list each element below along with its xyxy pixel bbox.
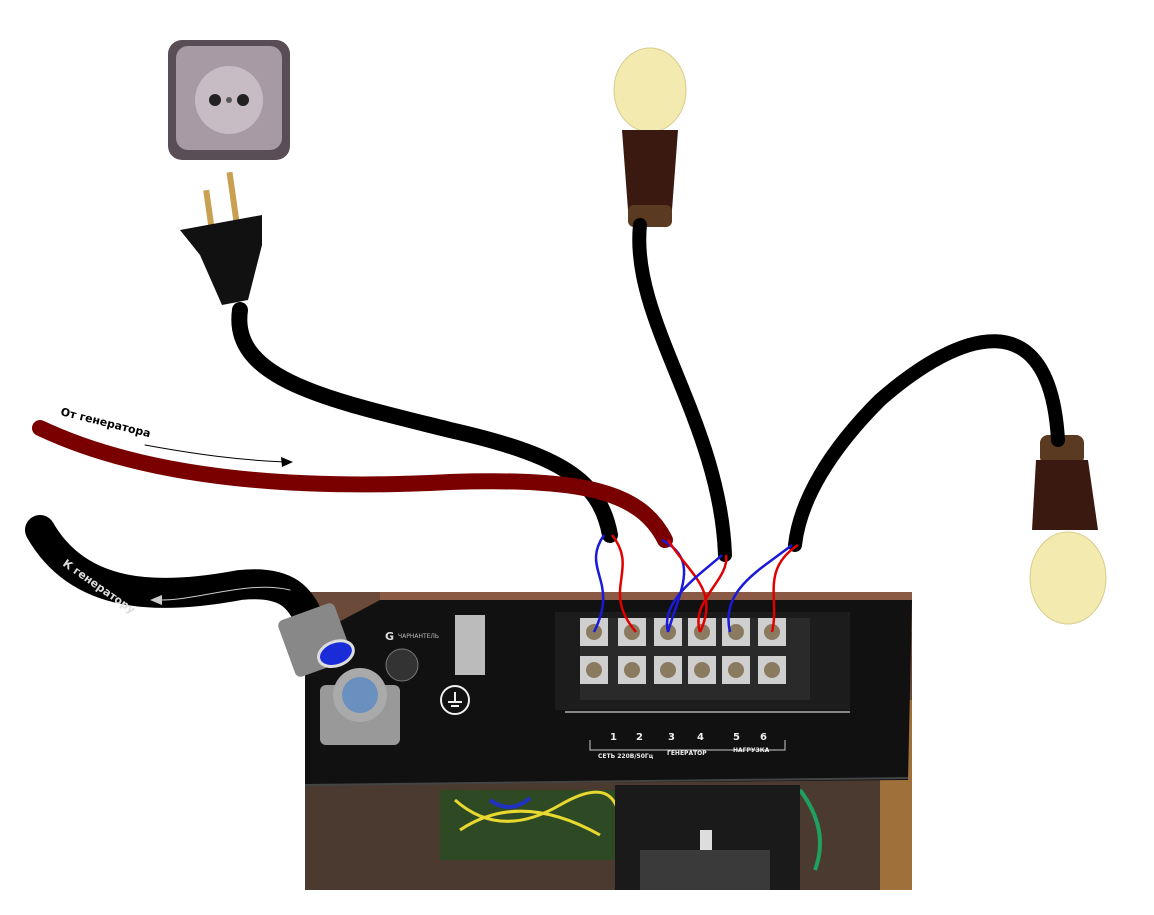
screw-icon	[728, 662, 744, 678]
lamp-2	[1029, 435, 1107, 625]
lamp-2-cable	[788, 334, 1065, 552]
generator-input-cable	[32, 420, 673, 548]
screw-icon	[586, 662, 602, 678]
internal-wires	[592, 534, 799, 633]
terminal-number-3: 3	[668, 732, 675, 743]
wall-socket	[168, 40, 290, 160]
lamp-1	[613, 47, 687, 227]
ground-icon	[440, 685, 470, 715]
lamp-1-cable	[632, 218, 732, 562]
screw-icon	[624, 624, 640, 640]
screw-icon	[660, 662, 676, 678]
arrow-icon	[150, 595, 162, 605]
controller-photo: G ЧАРНАНТЕЛЬ 1 2 3	[304, 592, 912, 890]
screw-icon	[728, 624, 744, 640]
screw-icon	[764, 662, 780, 678]
group-mains: СЕТЬ 220В/50Гц	[598, 753, 654, 760]
generator-connector	[278, 603, 355, 677]
terminal-number-6: 6	[760, 732, 767, 743]
screw-icon	[624, 662, 640, 678]
generator-output-cable	[25, 515, 325, 635]
group-load: НАГРУЗКА	[733, 747, 770, 754]
round-connector	[320, 648, 419, 745]
screw-icon	[694, 662, 710, 678]
power-plug	[180, 171, 262, 305]
terminal-labels: 1 2 3 4 5 6 СЕТЬ 220В/50Гц ГЕНЕРАТОР НАГ…	[589, 732, 786, 760]
ground-terminal	[440, 615, 485, 715]
terminal-number-5: 5	[733, 732, 740, 743]
brand-name: ЧАРНАНТЕЛЬ	[398, 633, 439, 640]
terminal-number-4: 4	[697, 732, 704, 743]
arrow-icon	[281, 457, 293, 467]
plug-cable	[231, 302, 618, 543]
group-generator: ГЕНЕРАТОР	[667, 750, 707, 757]
brand-logo: G	[385, 630, 394, 643]
terminal-number-2: 2	[636, 732, 643, 743]
terminal-number-1: 1	[610, 732, 617, 743]
